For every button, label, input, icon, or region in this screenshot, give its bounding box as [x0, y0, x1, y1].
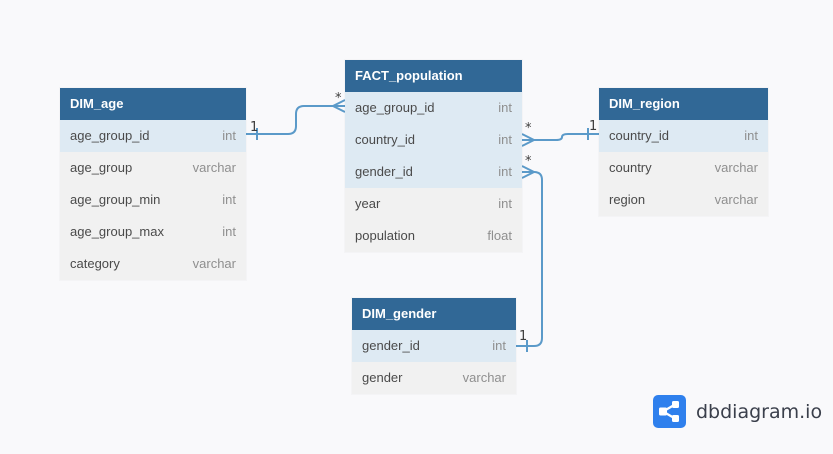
field-name: country — [609, 160, 652, 175]
field-name: age_group_id — [70, 128, 150, 143]
field-name: country_id — [609, 128, 669, 143]
table-fact-population[interactable]: FACT_population age_group_id int country… — [345, 60, 522, 252]
field-row[interactable]: country_id int — [345, 124, 522, 156]
field-name: category — [70, 256, 120, 271]
field-row[interactable]: category varchar — [60, 248, 246, 280]
field-row[interactable]: age_group_min int — [60, 184, 246, 216]
field-name: population — [355, 228, 415, 243]
table-header[interactable]: FACT_population — [345, 60, 522, 92]
field-row[interactable]: age_group_id int — [60, 120, 246, 152]
table-dim-gender[interactable]: DIM_gender gender_id int gender varchar — [352, 298, 516, 394]
field-name: gender — [362, 370, 403, 385]
field-type: varchar — [714, 192, 758, 207]
field-type: varchar — [192, 160, 236, 175]
many-marker-gender — [521, 165, 537, 179]
field-name: age_group_max — [70, 224, 164, 239]
field-type: int — [744, 128, 758, 143]
relationship-line-region — [522, 133, 599, 141]
relationship-line-age — [246, 105, 345, 135]
field-type: int — [222, 128, 236, 143]
field-type: varchar — [714, 160, 758, 175]
brand: dbdiagram.io — [653, 395, 822, 428]
field-name: age_group_min — [70, 192, 161, 207]
field-row[interactable]: age_group_max int — [60, 216, 246, 248]
field-name: year — [355, 196, 381, 211]
field-type: varchar — [462, 370, 506, 385]
cardinality-one-region: 1 — [589, 119, 598, 134]
field-type: int — [492, 338, 506, 353]
cardinality-many-age: * — [335, 91, 342, 106]
many-marker-region — [521, 133, 537, 147]
field-row[interactable]: gender varchar — [352, 362, 516, 394]
field-row[interactable]: gender_id int — [352, 330, 516, 362]
cardinality-many-gender: * — [525, 154, 532, 169]
field-row[interactable]: age_group_id int — [345, 92, 522, 124]
field-name: age_group_id — [355, 100, 435, 115]
field-name: region — [609, 192, 646, 207]
table-header[interactable]: DIM_region — [599, 88, 768, 120]
field-row[interactable]: country_id int — [599, 120, 768, 152]
field-name: gender_id — [355, 164, 413, 179]
field-type: int — [222, 224, 236, 239]
brand-name: dbdiagram.io — [696, 400, 823, 423]
field-name: age_group — [70, 160, 133, 175]
field-row[interactable]: region varchar — [599, 184, 768, 216]
field-type: float — [487, 228, 512, 243]
dbdiagram-logo-icon — [653, 395, 686, 428]
field-type: int — [498, 196, 512, 211]
field-name: gender_id — [362, 338, 420, 353]
field-row[interactable]: country varchar — [599, 152, 768, 184]
field-row[interactable]: gender_id int — [345, 156, 522, 188]
field-type: varchar — [192, 256, 236, 271]
table-dim-age[interactable]: DIM_age age_group_id int age_group varch… — [60, 88, 246, 280]
table-header[interactable]: DIM_gender — [352, 298, 516, 330]
field-row[interactable]: age_group varchar — [60, 152, 246, 184]
cardinality-one-gender: 1 — [519, 329, 528, 344]
field-name: country_id — [355, 132, 415, 147]
field-type: int — [498, 132, 512, 147]
field-type: int — [498, 100, 512, 115]
field-row[interactable]: population float — [345, 220, 522, 252]
cardinality-many-region: * — [525, 121, 532, 136]
field-type: int — [498, 164, 512, 179]
cardinality-one-age: 1 — [250, 120, 259, 135]
relationship-line-gender — [516, 171, 543, 347]
field-type: int — [222, 192, 236, 207]
many-marker-age — [330, 99, 346, 113]
table-dim-region[interactable]: DIM_region country_id int country varcha… — [599, 88, 768, 216]
field-row[interactable]: year int — [345, 188, 522, 220]
table-header[interactable]: DIM_age — [60, 88, 246, 120]
